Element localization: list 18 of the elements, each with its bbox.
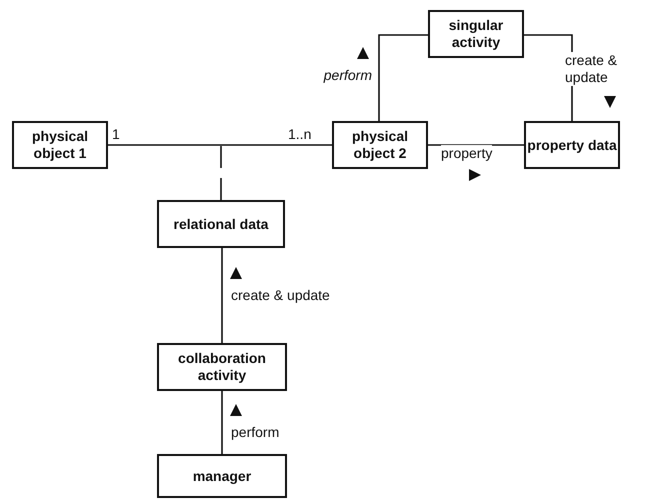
- data-box: property data: [524, 121, 620, 169]
- connector-line: [221, 391, 223, 454]
- edge-label: property: [441, 145, 492, 162]
- dashed-connector: [220, 146, 222, 200]
- activity-box: singular activity: [428, 10, 524, 58]
- multiplicity-label: 1..n: [288, 126, 312, 143]
- class-box: physical object 2: [332, 121, 428, 169]
- connector-line: [221, 248, 223, 343]
- data-box: relational data: [157, 200, 285, 248]
- connector-line: [428, 144, 524, 146]
- connector-line: [108, 144, 332, 146]
- multiplicity-label: 1: [112, 126, 120, 143]
- connector-line: [378, 34, 428, 121]
- actor-box: manager: [157, 454, 287, 498]
- activity-box: collaboration activity: [157, 343, 287, 391]
- edge-label: perform: [231, 424, 280, 441]
- class-box: physical object 1: [12, 121, 108, 169]
- edge-label: create & update: [231, 287, 330, 304]
